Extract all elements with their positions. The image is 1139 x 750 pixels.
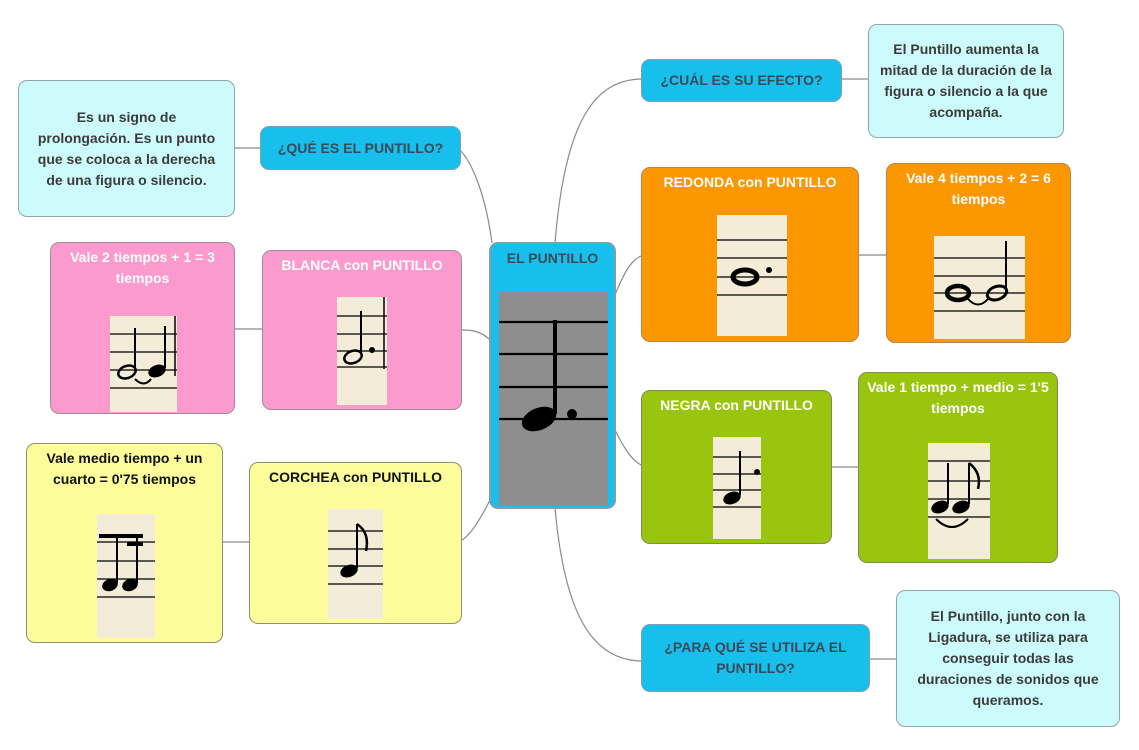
- redonda-value-node[interactable]: Vale 4 tiempos + 2 = 6 tiempos: [886, 163, 1071, 343]
- redonda-value-text: Vale 4 tiempos + 2 = 6 tiempos: [906, 170, 1051, 207]
- negra-node[interactable]: NEGRA con PUNTILLO: [641, 390, 832, 544]
- que-es-answer-node[interactable]: Es un signo de prolongación. Es un punto…: [18, 80, 235, 217]
- utiliza-answer-text: El Puntillo, junto con la Ligadura, se u…: [917, 608, 1099, 708]
- negra-value-text: Vale 1 tiempo + medio = 1'5 tiempos: [867, 379, 1049, 416]
- negra-label: NEGRA con PUNTILLO: [660, 397, 813, 413]
- corchea-label: CORCHEA con PUNTILLO: [269, 469, 442, 485]
- blanca-value-text: Vale 2 tiempos + 1 = 3 tiempos: [70, 249, 215, 286]
- efecto-question-node[interactable]: ¿CUÁL ES SU EFECTO?: [641, 59, 842, 102]
- corchea-value-text: Vale medio tiempo + un cuarto = 0'75 tie…: [46, 450, 203, 487]
- utiliza-question-label: ¿PARA QUÉ SE UTILIZA EL PUNTILLO?: [664, 639, 847, 676]
- que-es-question-node[interactable]: ¿QUÉ ES EL PUNTILLO?: [260, 126, 461, 170]
- redonda-node[interactable]: REDONDA con PUNTILLO: [641, 167, 859, 342]
- dotted-quarter-note-image: [499, 292, 608, 505]
- dotted-quarter-note-small-image: [713, 437, 761, 539]
- utiliza-answer-node[interactable]: El Puntillo, junto con la Ligadura, se u…: [896, 590, 1120, 727]
- tied-half-quarter-note-image: [110, 316, 177, 412]
- dotted-half-note-image: [337, 297, 387, 405]
- tied-whole-half-note-image: [934, 236, 1025, 339]
- efecto-answer-text: El Puntillo aumenta la mitad de la durac…: [880, 41, 1052, 120]
- central-node[interactable]: EL PUNTILLO: [489, 242, 616, 509]
- dotted-whole-note-image: [717, 215, 787, 336]
- corchea-value-node[interactable]: Vale medio tiempo + un cuarto = 0'75 tie…: [26, 443, 223, 643]
- tied-eighth-sixteenth-note-image: [97, 514, 155, 638]
- blanca-node[interactable]: BLANCA con PUNTILLO: [262, 250, 462, 410]
- efecto-question-label: ¿CUÁL ES SU EFECTO?: [660, 72, 823, 88]
- blanca-label: BLANCA con PUNTILLO: [281, 257, 443, 273]
- tied-quarter-eighth-note-image: [928, 443, 990, 559]
- dotted-eighth-note-image: [328, 509, 383, 619]
- blanca-value-node[interactable]: Vale 2 tiempos + 1 = 3 tiempos: [50, 242, 235, 414]
- utiliza-question-node[interactable]: ¿PARA QUÉ SE UTILIZA EL PUNTILLO?: [641, 624, 870, 692]
- efecto-answer-node[interactable]: El Puntillo aumenta la mitad de la durac…: [868, 24, 1064, 138]
- que-es-answer-text: Es un signo de prolongación. Es un punto…: [37, 108, 216, 188]
- corchea-node[interactable]: CORCHEA con PUNTILLO: [249, 462, 462, 624]
- que-es-question-label: ¿QUÉ ES EL PUNTILLO?: [277, 139, 444, 156]
- negra-value-node[interactable]: Vale 1 tiempo + medio = 1'5 tiempos: [858, 372, 1058, 563]
- central-node-title: EL PUNTILLO: [506, 250, 599, 266]
- redonda-label: REDONDA con PUNTILLO: [663, 174, 837, 190]
